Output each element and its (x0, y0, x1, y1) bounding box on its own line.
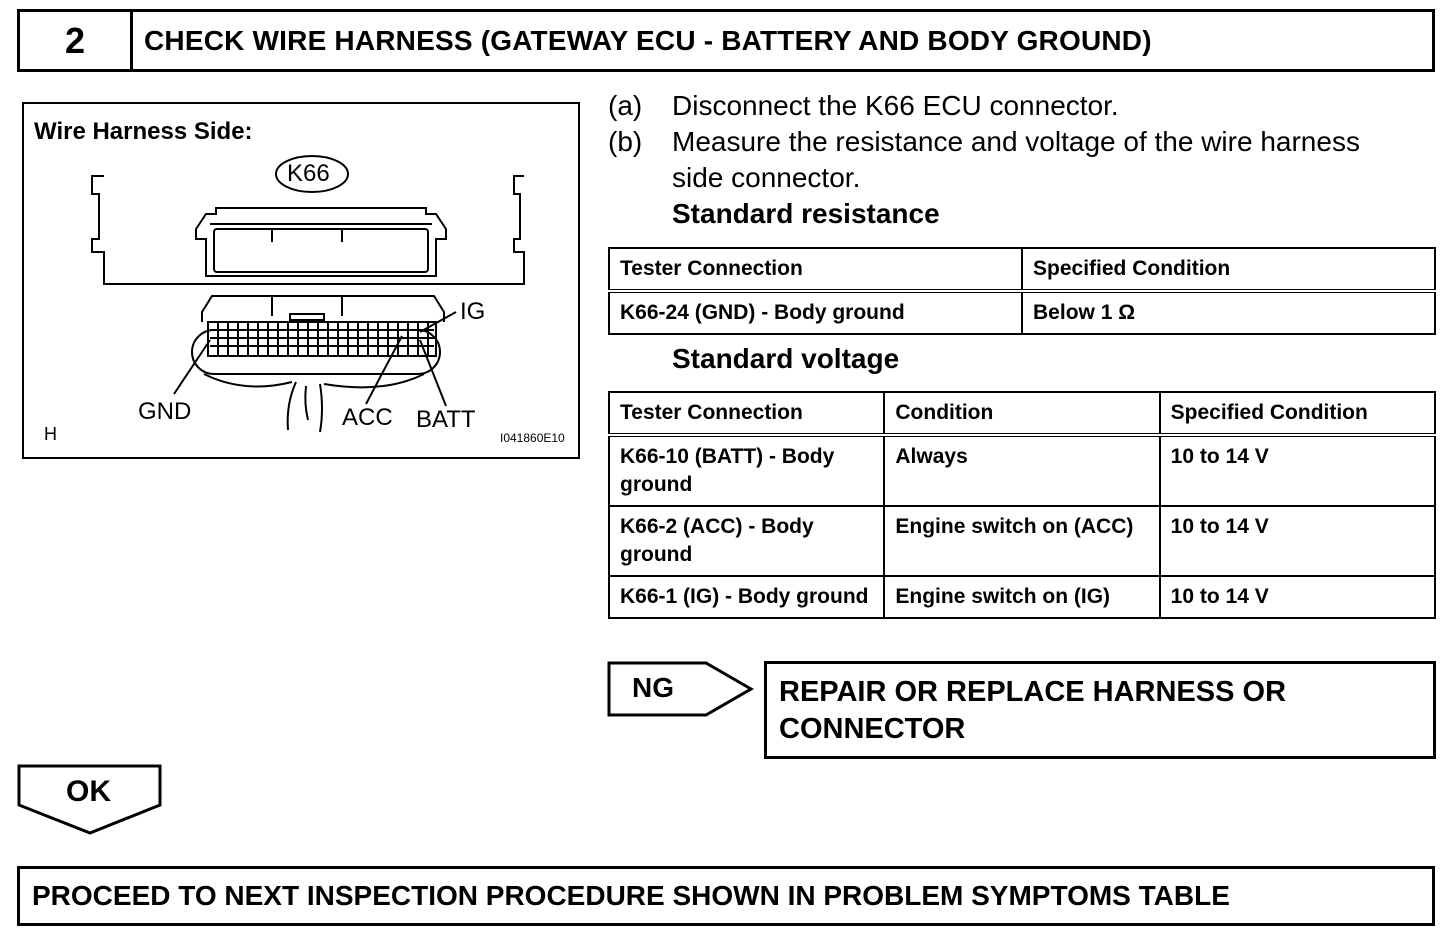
diagram-caption: Wire Harness Side: (34, 118, 253, 145)
step-title: CHECK WIRE HARNESS (GATEWAY ECU - BATTER… (144, 24, 1152, 56)
figure-id: I041860E10 (500, 431, 565, 445)
ok-label: OK (66, 775, 111, 808)
connector-drawing (91, 155, 525, 433)
ng-label: NG (632, 672, 674, 703)
table-row: K66-2 (ACC) - Body ground Engine switch … (607, 505, 1437, 577)
pin-label-batt: BATT (416, 406, 476, 433)
resistance-table: Tester Connection Specified Condition K6… (607, 247, 1436, 335)
next-procedure-box: PROCEED TO NEXT INSPECTION PROCEDURE SHO… (17, 866, 1435, 926)
step-b-text-line1: Measure the resistance and voltage of th… (672, 126, 1360, 157)
table-header-row: Tester Connection Condition Specified Co… (607, 391, 1437, 437)
connector-label: K66 (287, 160, 330, 187)
corner-mark: H (44, 424, 57, 444)
table-cell: Engine switch on (IG) (883, 575, 1161, 619)
step-a-text: Disconnect the K66 ECU connector. (672, 90, 1119, 121)
voltage-heading: Standard voltage (672, 343, 900, 374)
table-row: K66-1 (IG) - Body ground Engine switch o… (607, 575, 1437, 619)
pin-label-gnd: GND (138, 398, 192, 425)
table-cell: K66-1 (IG) - Body ground (607, 575, 886, 619)
step-a-marker: (a) (608, 90, 643, 121)
table-cell: Engine switch on (ACC) (883, 505, 1161, 577)
column-header: Tester Connection (607, 247, 1024, 293)
table-cell: 10 to 14 V (1158, 434, 1437, 507)
step-number: 2 (20, 12, 133, 69)
table-header-row: Tester Connection Specified Condition (607, 247, 1436, 293)
step-header: 2 CHECK WIRE HARNESS (GATEWAY ECU - BATT… (17, 9, 1435, 72)
column-header: Tester Connection (607, 391, 886, 437)
pin-label-ig: IG (460, 298, 486, 325)
table-cell: Always (883, 434, 1161, 507)
table-cell: K66-24 (GND) - Body ground (607, 290, 1024, 335)
table-cell: Below 1 Ω (1021, 290, 1436, 335)
table-row: K66-10 (BATT) - Body ground Always 10 to… (607, 434, 1437, 507)
voltage-table: Tester Connection Condition Specified Co… (607, 391, 1437, 619)
ok-arrow-icon (17, 764, 162, 835)
table-row: K66-24 (GND) - Body ground Below 1 Ω (607, 290, 1436, 335)
table-cell: 10 to 14 V (1158, 505, 1437, 577)
step-b-text-line2: side connector. (672, 162, 861, 193)
table-cell: K66-10 (BATT) - Body ground (607, 434, 886, 507)
ng-result-box: REPAIR OR REPLACE HARNESS OR CONNECTOR (764, 661, 1436, 759)
column-header: Specified Condition (1158, 391, 1437, 437)
pin-label-acc: ACC (342, 404, 393, 431)
table-cell: 10 to 14 V (1158, 575, 1437, 619)
column-header: Specified Condition (1021, 247, 1436, 293)
ng-arrow-icon (607, 661, 754, 717)
column-header: Condition (883, 391, 1161, 437)
resistance-heading: Standard resistance (672, 198, 940, 229)
step-b-marker: (b) (608, 126, 643, 157)
connector-diagram: Wire Harness Side: K66 IG GND ACC BATT H… (22, 102, 580, 459)
table-cell: K66-2 (ACC) - Body ground (607, 505, 886, 577)
